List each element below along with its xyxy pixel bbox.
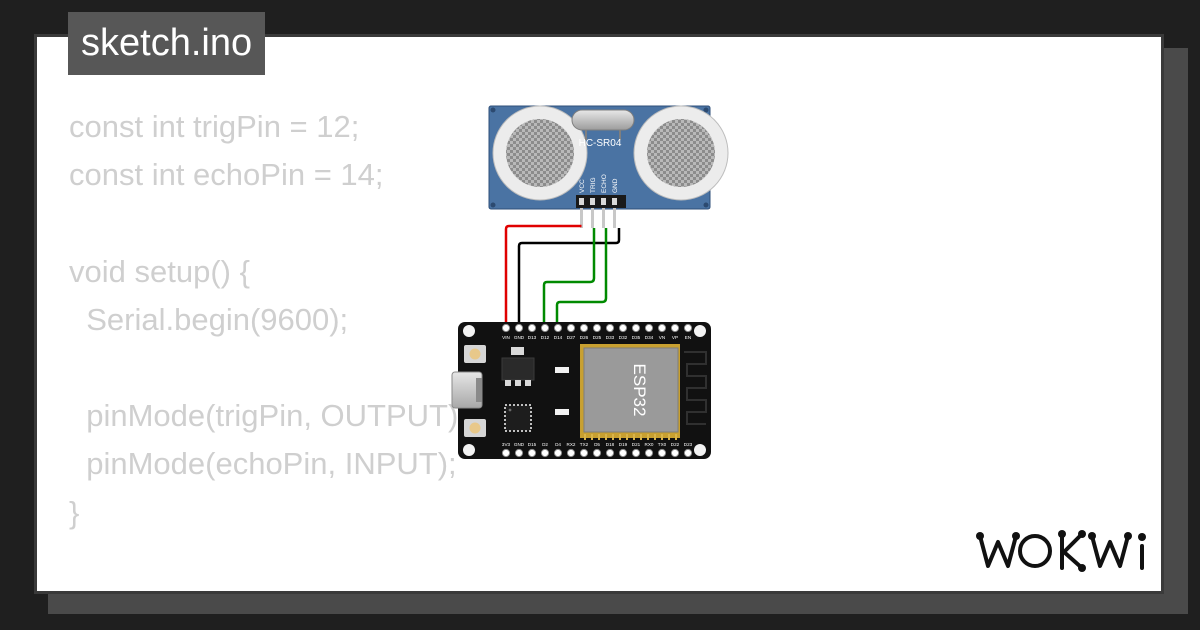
pin-label-d2: D2: [542, 442, 548, 447]
code-line: pinMode(trigPin, OUTPUT);: [69, 398, 467, 434]
ultrasonic-sensor[interactable]: HC-SR04 VCC TRIG ECHO GND: [488, 105, 729, 228]
usb-uart-chip: [504, 404, 532, 432]
pin-label-d14: D14: [554, 335, 563, 340]
pin-label-d13: D13: [528, 335, 537, 340]
pin-label-d34: D34: [645, 335, 654, 340]
pin-label-rx0: RX0: [645, 442, 654, 447]
led-indicator: [555, 409, 569, 415]
pin-label-d23: D23: [684, 442, 693, 447]
pin-label-en: EN: [685, 335, 691, 340]
code-line: Serial.begin(9600);: [69, 301, 349, 337]
pin-label-vp: VP: [672, 335, 678, 340]
antenna-trace: [684, 351, 707, 425]
transducer-right: [633, 105, 729, 201]
pin-label-d21: D21: [632, 442, 641, 447]
en-button[interactable]: [464, 345, 486, 363]
pin-label-vin: VIN: [502, 335, 510, 340]
esp32-module: ESP32: [580, 344, 707, 440]
crystal-oscillator: [571, 109, 635, 131]
pin-label-d19: D19: [619, 442, 628, 447]
pin-label-d32: D32: [619, 335, 628, 340]
sensor-pin-label-gnd: GND: [612, 178, 619, 193]
wire-gnd-gnd[interactable]: [517, 228, 621, 327]
code-line: pinMode(echoPin, INPUT);: [69, 446, 457, 482]
top-pin-header: [501, 323, 693, 333]
code-preview: const int trigPin = 12; const int echoPin…: [69, 103, 467, 592]
pin-label-d18: D18: [606, 442, 615, 447]
code-line: void loop() {: [69, 585, 467, 592]
file-tab[interactable]: sketch.ino: [68, 12, 266, 75]
led-indicator: [555, 367, 569, 373]
pin-label-d15: D15: [528, 442, 537, 447]
boot-button[interactable]: [464, 419, 486, 437]
pin-label-rx2: RX2: [567, 442, 576, 447]
bottom-pin-header: [501, 448, 693, 458]
chip-label: ESP32: [630, 364, 649, 417]
code-line: const int trigPin = 12;: [69, 109, 360, 144]
wires: [504, 224, 621, 327]
pin-label-d12: D12: [541, 335, 550, 340]
wire-trig-d12[interactable]: [542, 228, 596, 327]
wire-echo-d14[interactable]: [555, 228, 608, 327]
code-line: void setup() {: [69, 253, 250, 289]
pin-label-d33: D33: [606, 335, 615, 340]
wire-vcc-vin[interactable]: [504, 224, 582, 327]
pin-label-gnd: GND: [514, 335, 525, 340]
transducer-left: [492, 105, 588, 201]
sensor-pin-label-trig: TRIG: [590, 177, 597, 193]
pin-label-3v3: 3V3: [502, 442, 511, 447]
sensor-pin-label-vcc: VCC: [579, 179, 586, 193]
pin-label-d5: D5: [594, 442, 600, 447]
pin-label-d4: D4: [555, 442, 561, 447]
sensor-model-label: HC-SR04: [579, 138, 622, 149]
pin-label-tx2: TX2: [580, 442, 589, 447]
sensor-pin-label-echo: ECHO: [601, 174, 608, 193]
voltage-regulator: [501, 347, 535, 386]
pin-label-d26: D26: [580, 335, 589, 340]
pin-label-d25: D25: [593, 335, 602, 340]
pin-label-d27: D27: [567, 335, 576, 340]
pin-label-d22: D22: [671, 442, 680, 447]
pin-label-gnd: GND: [514, 442, 525, 447]
pin-label-vn: VN: [659, 335, 665, 340]
code-line: }: [69, 494, 80, 530]
wokwi-logo: [976, 530, 1146, 572]
pin-label-d35: D35: [632, 335, 641, 340]
pin-label-tx0: TX0: [658, 442, 667, 447]
rf-shield: [583, 347, 679, 433]
code-line: const int echoPin = 14;: [69, 157, 384, 193]
